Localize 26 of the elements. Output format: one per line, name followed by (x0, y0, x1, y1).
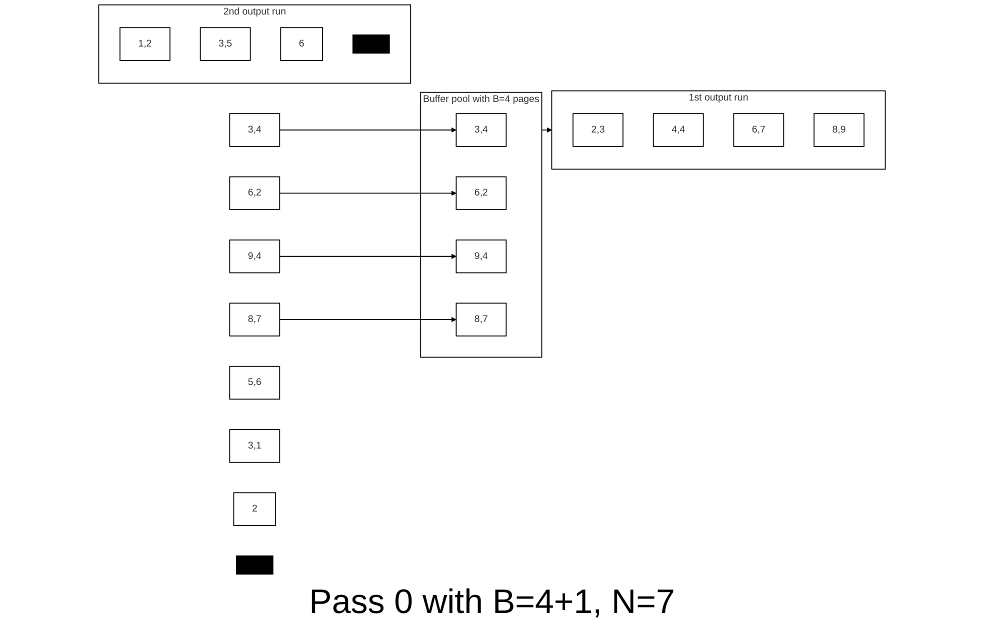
arrow (541, 127, 552, 133)
arrow (279, 190, 456, 196)
node-box: 3,4 (229, 113, 280, 147)
node-box (236, 555, 274, 575)
node-box: 8,9 (814, 113, 864, 147)
arrow (279, 127, 456, 133)
node-box: 3,4 (456, 113, 507, 147)
node-box: 8,7 (456, 302, 507, 336)
arrow (279, 254, 456, 260)
node-box: 6,2 (456, 176, 507, 210)
node-box: 3,5 (200, 27, 251, 61)
node-box: 4,4 (652, 113, 704, 147)
node-box: 2 (233, 492, 276, 526)
diagram-title: Pass 0 with B=4+1, N=7 (309, 582, 675, 623)
node-box: 6,7 (733, 113, 784, 147)
node-box: 5,6 (229, 366, 280, 400)
node-box: 2,3 (572, 113, 624, 147)
node-box: 6 (280, 27, 323, 61)
node-box: 3,1 (229, 429, 280, 463)
node-box: 1,2 (120, 27, 170, 61)
node-box: 9,4 (456, 240, 507, 274)
node-box (352, 34, 390, 54)
node-box: 6,2 (229, 176, 280, 210)
node-box: 9,4 (229, 240, 280, 274)
node-box: 8,7 (229, 302, 280, 336)
arrow (279, 316, 456, 322)
